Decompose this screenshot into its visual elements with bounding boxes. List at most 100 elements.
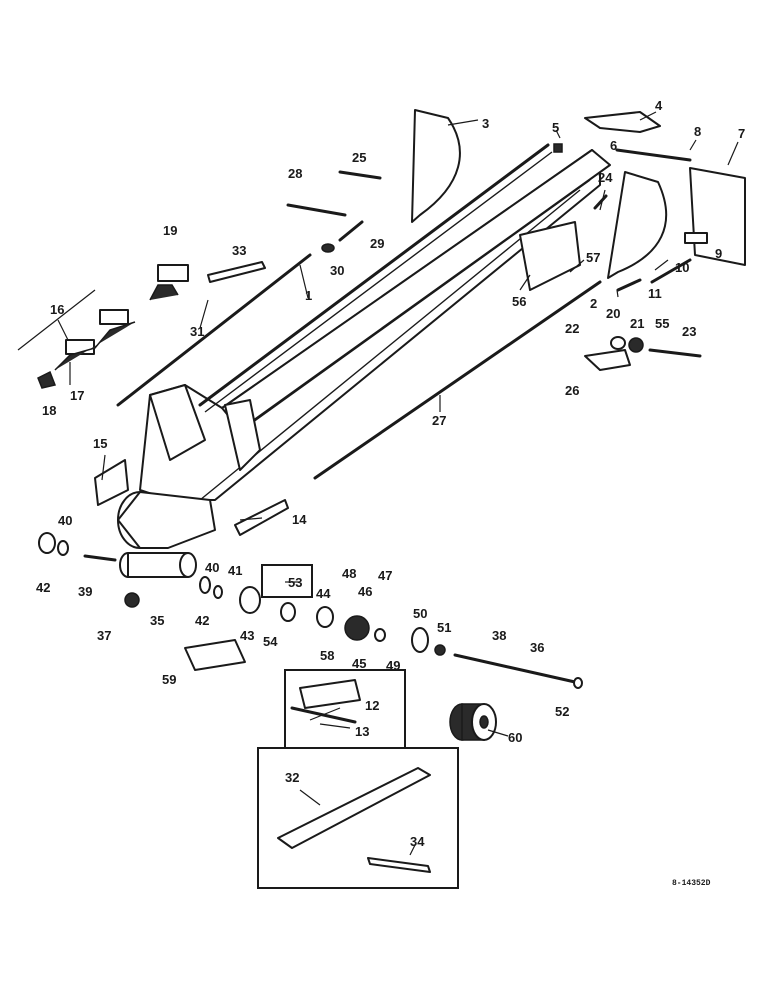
inset-box-53 bbox=[261, 564, 313, 598]
callout-27: 27 bbox=[432, 413, 446, 428]
callout-8: 8 bbox=[694, 124, 701, 139]
callout-40a: 40 bbox=[58, 513, 72, 528]
shaft-39 bbox=[83, 554, 117, 562]
callout-30: 30 bbox=[330, 263, 344, 278]
callout-58: 58 bbox=[320, 648, 334, 663]
callout-3: 3 bbox=[482, 116, 489, 131]
callout-26: 26 bbox=[565, 383, 579, 398]
callout-21: 21 bbox=[630, 316, 644, 331]
callout-1: 1 bbox=[305, 288, 312, 303]
side-plate-2 bbox=[607, 171, 668, 279]
callout-38: 38 bbox=[492, 628, 506, 643]
nut-37 bbox=[124, 592, 140, 608]
pin-24 bbox=[593, 194, 608, 210]
plate-26 bbox=[584, 349, 631, 371]
callout-18: 18 bbox=[42, 403, 56, 418]
chain-link-19 bbox=[157, 264, 189, 282]
callout-labels: 1 2 3 4 5 6 7 8 9 10 11 12 13 14 15 16 1… bbox=[36, 98, 745, 849]
callout-2: 2 bbox=[590, 296, 597, 311]
bracket-15 bbox=[94, 459, 129, 506]
callout-57: 57 bbox=[586, 250, 600, 265]
callout-40b: 40 bbox=[205, 560, 219, 575]
callout-33: 33 bbox=[232, 243, 246, 258]
rod-6 bbox=[615, 148, 692, 162]
inset-box-32-34 bbox=[257, 747, 459, 889]
bearing-54 bbox=[280, 602, 296, 622]
plate-57 bbox=[519, 221, 581, 291]
long-rod-27 bbox=[313, 280, 602, 480]
plate-12 bbox=[299, 679, 361, 709]
bolt-29 bbox=[338, 220, 364, 242]
side-plate-3 bbox=[411, 109, 461, 223]
roller-60 bbox=[449, 703, 497, 741]
callout-51: 51 bbox=[437, 620, 451, 635]
plate-50 bbox=[411, 627, 429, 653]
callout-19: 19 bbox=[163, 223, 177, 238]
washer-20 bbox=[610, 336, 626, 350]
callout-15: 15 bbox=[93, 436, 107, 451]
callout-52: 52 bbox=[555, 704, 569, 719]
roller-35 bbox=[119, 552, 197, 578]
callout-54: 54 bbox=[263, 634, 278, 649]
callout-10: 10 bbox=[675, 260, 689, 275]
callout-59: 59 bbox=[162, 672, 176, 687]
clip-9 bbox=[684, 232, 708, 244]
bushing-45 bbox=[374, 628, 386, 642]
callout-11: 11 bbox=[648, 286, 662, 301]
washer-42b bbox=[199, 576, 211, 594]
washer-42a bbox=[38, 532, 56, 554]
plate-32 bbox=[277, 767, 431, 849]
drawing-code: 8-14352D bbox=[672, 879, 711, 888]
callout-7: 7 bbox=[738, 126, 745, 141]
callout-24: 24 bbox=[598, 170, 613, 185]
callout-34: 34 bbox=[410, 834, 425, 849]
callout-56: 56 bbox=[512, 294, 526, 309]
callout-50: 50 bbox=[413, 606, 427, 621]
callout-44: 44 bbox=[316, 586, 331, 601]
callout-55: 55 bbox=[655, 316, 669, 331]
callout-32: 32 bbox=[285, 770, 299, 785]
callout-14: 14 bbox=[292, 512, 307, 527]
sprocket-46 bbox=[344, 615, 370, 641]
callout-23: 23 bbox=[682, 324, 696, 339]
callout-45: 45 bbox=[352, 656, 366, 671]
nut-5 bbox=[553, 143, 563, 153]
callout-17: 17 bbox=[70, 388, 84, 403]
callout-42b: 42 bbox=[195, 613, 209, 628]
bracket-4 bbox=[584, 111, 661, 133]
callout-12: 12 bbox=[365, 698, 379, 713]
rod-31 bbox=[116, 253, 312, 407]
callout-47: 47 bbox=[378, 568, 392, 583]
upper-rail bbox=[198, 143, 550, 407]
callout-46: 46 bbox=[358, 584, 372, 599]
pin-28 bbox=[286, 203, 347, 217]
callout-43: 43 bbox=[240, 628, 254, 643]
washer-40b bbox=[213, 585, 223, 599]
pulley-43 bbox=[239, 586, 261, 614]
callout-25: 25 bbox=[352, 150, 366, 165]
fitting-30 bbox=[321, 243, 335, 253]
callout-22: 22 bbox=[565, 321, 579, 336]
callout-37: 37 bbox=[97, 628, 111, 643]
callout-35: 35 bbox=[150, 613, 164, 628]
hub-44 bbox=[316, 606, 334, 628]
callout-36: 36 bbox=[530, 640, 544, 655]
callout-49: 49 bbox=[386, 658, 400, 673]
washer-40a bbox=[57, 540, 69, 556]
callout-41: 41 bbox=[228, 563, 242, 578]
shaft-23 bbox=[648, 348, 702, 358]
callout-13: 13 bbox=[355, 724, 369, 739]
callout-53: 53 bbox=[288, 575, 302, 590]
spring-11 bbox=[616, 278, 642, 292]
callout-60: 60 bbox=[508, 730, 522, 745]
clip-18 bbox=[37, 370, 57, 389]
callout-31: 31 bbox=[190, 324, 204, 339]
nut-51 bbox=[434, 644, 446, 656]
callout-28: 28 bbox=[288, 166, 302, 181]
callout-29: 29 bbox=[370, 236, 384, 251]
callout-20: 20 bbox=[606, 306, 620, 321]
shaft-36 bbox=[453, 653, 577, 684]
strip-34 bbox=[367, 857, 431, 873]
